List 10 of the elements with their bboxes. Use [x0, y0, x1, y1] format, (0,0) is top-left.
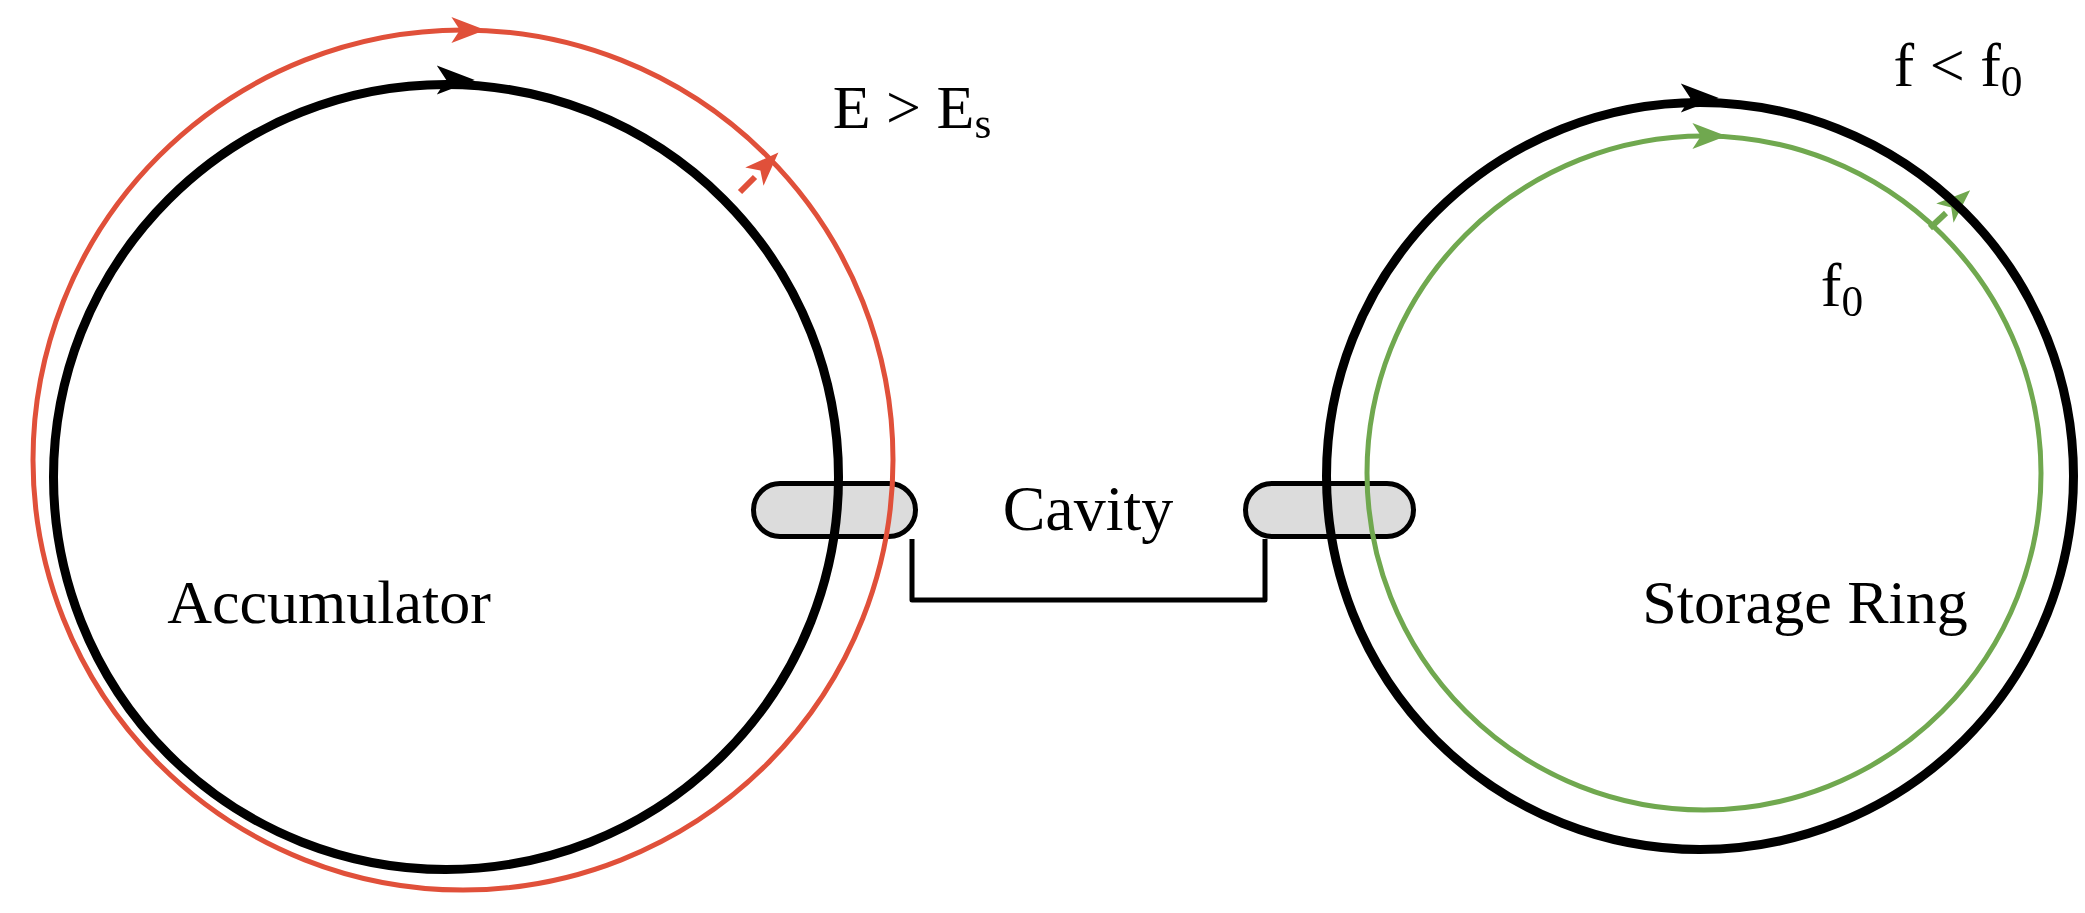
text-label: f$_{0}$ [1820, 249, 1864, 327]
cavity-pill [751, 481, 918, 539]
cavity-pill [1243, 481, 1416, 539]
text-label: E > E$_{s}$ [832, 71, 992, 149]
text-label: f < f$_{0}$ [1893, 29, 2023, 107]
ring-circle [1322, 98, 2078, 854]
connector-line [909, 539, 1268, 603]
ring-name: Accumulator [167, 566, 491, 638]
ring-name: Storage Ring [1642, 566, 1968, 638]
text-label: Cavity [1002, 472, 1174, 546]
